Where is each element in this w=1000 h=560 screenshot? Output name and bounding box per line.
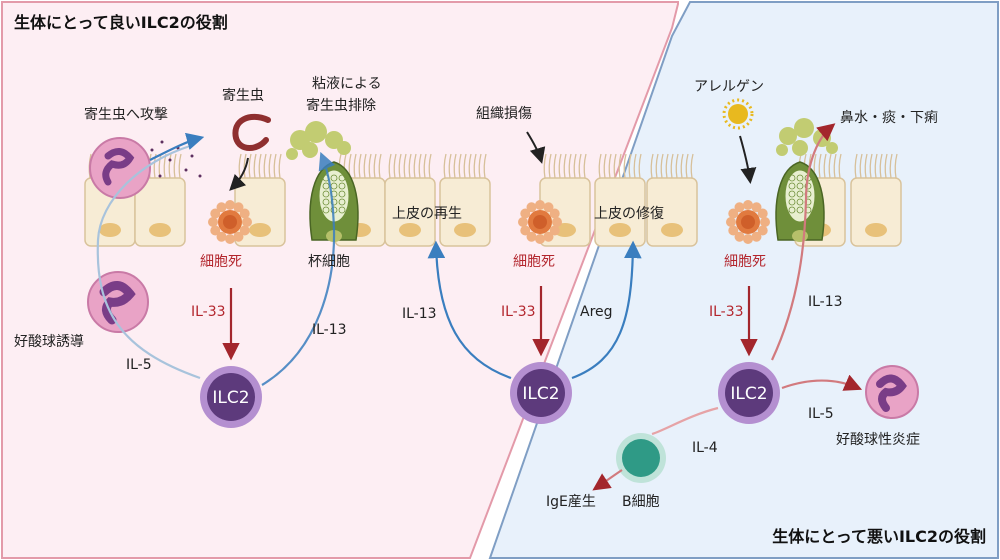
eosinophilic-inflammation-label: 好酸球性炎症 [836,432,920,448]
good-role-panel [1,1,679,559]
tissue-damage-label: 組織損傷 [476,106,532,122]
mucus-clump-left [286,121,351,160]
il5-label-right: IL-5 [808,406,834,422]
ige-arrow [592,469,623,491]
parasite-to-cell-arrow [229,157,249,191]
epithelial-cell [850,153,902,247]
epithelial-repair-label: 上皮の修復 [594,205,664,222]
parasite-label: 寄生虫 [222,87,264,104]
epithelial-cell [594,153,646,247]
eosinophil-inflammation [865,365,919,419]
ige-production-label: IgE産生 [546,494,596,510]
eosinophil-attacking [89,137,151,199]
il4-label: IL-4 [692,440,718,456]
il13-arrow-to-symptoms [771,123,836,361]
bad-role-title: 生体にとって悪いILC2の役割 [772,527,986,546]
parasite-worm [232,113,271,151]
ilc2-cell-right: ILC2 [718,362,780,424]
cell-death-label-right: 細胞死 [724,254,766,270]
epithelial-cell [439,153,491,247]
eosinophil-induced [87,271,149,333]
bad-role-panel [488,0,999,559]
ilc2-label-left: ILC2 [212,388,249,408]
mucus-clump-right [776,118,838,156]
il33-label-right: IL-33 [709,304,744,320]
areg-arrow-repair [571,240,642,380]
symptoms-label: 鼻水・痰・下痢 [840,109,938,126]
good-role-title: 生体にとって良いILC2の役割 [14,13,228,32]
dying-cell [208,200,252,244]
allergen-arrow [739,135,757,184]
parasite-attack-label: 寄生虫へ攻撃 [84,106,168,123]
b-cell-label: B細胞 [622,494,660,510]
goblet-cell-label: 杯細胞 [308,254,350,270]
il5-arrow-to-eosinophil [96,144,201,380]
il33-label-left: IL-33 [191,304,226,320]
ilc2-label-right: ILC2 [730,384,767,404]
cell-death-label-left: 細胞死 [200,254,242,270]
allergen-label: アレルゲン [694,79,764,95]
ilc2-cell-center: ILC2 [510,362,572,424]
dying-cell [518,200,562,244]
epithelial-regen-label: 上皮の再生 [392,206,462,222]
attack-arrow [149,132,205,161]
eosinophil-induction-label: 好酸球誘導 [14,334,84,350]
b-cell [616,433,666,483]
mucus-label-line1: 粘液による [312,76,382,92]
il5-label-left: IL-5 [126,357,152,373]
il13-label-left: IL-13 [312,322,347,338]
il13-label-right: IL-13 [808,294,843,310]
ilc2-cell-left: ILC2 [200,366,262,428]
ilc2-label-center: ILC2 [522,384,559,404]
il13-label-center: IL-13 [402,306,437,322]
il13-arrow-regen [427,240,512,380]
damage-arrow [526,131,546,164]
epithelial-cell [384,153,436,247]
il5-arrow-to-inflammation [781,374,863,391]
areg-label: Areg [580,304,613,320]
dying-cell [726,200,770,244]
il13-arrow-to-goblet [261,151,336,386]
mucus-label-line2: 寄生虫排除 [306,97,376,114]
il33-label-center: IL-33 [501,304,536,320]
allergen-icon [722,98,754,130]
epithelial-cell [646,153,698,247]
cell-death-label-center: 細胞死 [513,254,555,270]
il4-arrow-to-bcell [651,406,719,436]
